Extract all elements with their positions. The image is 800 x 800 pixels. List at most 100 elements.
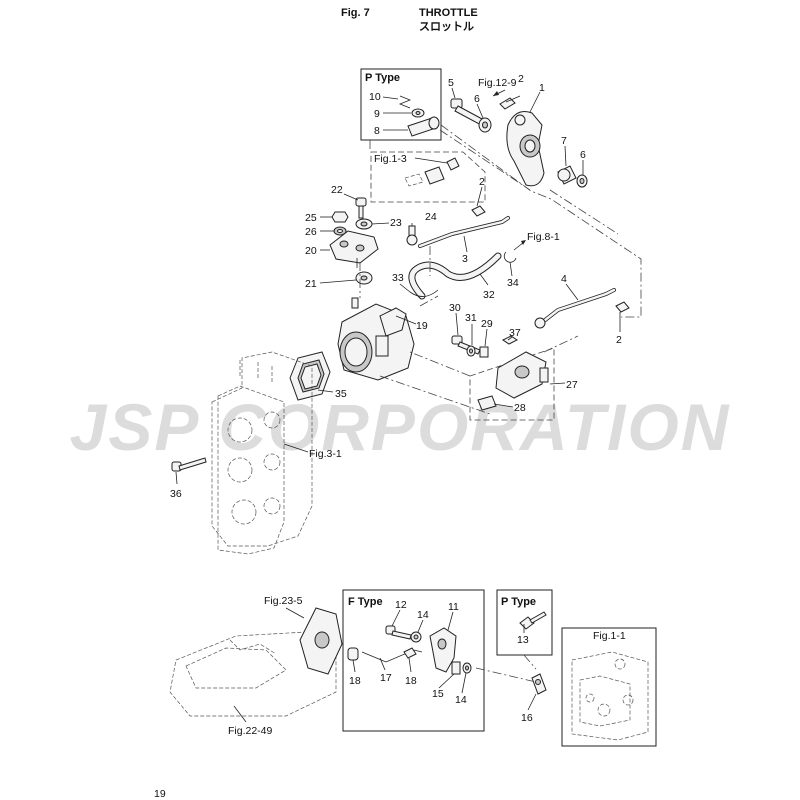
figure-number: Fig. 7 — [341, 7, 370, 19]
throttle-rod-part-4 — [534, 288, 616, 329]
callout-19: 19 — [416, 320, 428, 332]
p-type-bottom-box: P Type — [496, 589, 553, 656]
callout-2a: 2 — [518, 73, 524, 85]
callout-15: 15 — [432, 688, 444, 700]
callout-4: 4 — [561, 273, 567, 285]
ref-fig-1-3: Fig.1-3 — [374, 153, 407, 165]
page-title-japanese: スロットル — [419, 20, 474, 33]
bracket-part-20 — [329, 230, 379, 268]
washer-part-14a — [410, 631, 422, 643]
rod-part-17 — [361, 649, 423, 663]
callout-37: 37 — [509, 327, 521, 339]
p-type-top-box: P Type — [360, 68, 442, 141]
engine-block-outline — [211, 351, 313, 555]
connector-part-28 — [477, 395, 497, 411]
washer-part-14b — [462, 662, 472, 674]
sensor-body — [495, 351, 549, 399]
grommet-part-21 — [355, 271, 373, 285]
callout-8: 8 — [374, 125, 380, 137]
callout-13: 13 — [517, 634, 529, 646]
callout-6b: 6 — [580, 149, 586, 161]
callout-23: 23 — [390, 217, 402, 229]
callout-31: 31 — [465, 312, 477, 324]
page-number: 19 — [154, 788, 166, 800]
ref-fig-22-49: Fig.22-49 — [228, 725, 273, 737]
collar-part-7 — [557, 165, 577, 185]
callout-11: 11 — [448, 601, 459, 613]
gasket-part-35 — [289, 351, 331, 401]
f-type-label: F Type — [348, 596, 383, 608]
callout-1: 1 — [539, 82, 545, 94]
callout-34: 34 — [507, 277, 519, 289]
callout-36: 36 — [170, 488, 182, 500]
f-type-box: F Type — [342, 589, 485, 732]
bolt-part-30 — [451, 335, 481, 355]
callout-18a: 18 — [349, 675, 361, 687]
callout-21: 21 — [305, 278, 317, 290]
lever-part-11 — [429, 627, 457, 673]
collar-part-15 — [451, 661, 461, 675]
remote-lever-ref-23-5 — [299, 607, 343, 675]
clip-part-18b — [403, 647, 417, 659]
ref-fig-23-5: Fig.23-5 — [264, 595, 303, 607]
throttle-body-part-19 — [337, 297, 415, 381]
p-type-top-label: P Type — [365, 72, 400, 84]
fig-1-3-dashed-group: Fig.1-3 — [370, 151, 486, 203]
callout-18b: 18 — [405, 675, 417, 687]
ref-fig-1-1: Fig.1-1 — [593, 630, 626, 642]
callout-30: 30 — [449, 302, 461, 314]
callout-32: 32 — [483, 289, 495, 301]
callout-9: 9 — [374, 108, 380, 120]
page-title: THROTTLE — [419, 7, 478, 19]
p-type-bottom-label: P Type — [501, 596, 536, 608]
nut-part-25 — [331, 211, 349, 223]
washer-part-6b — [576, 174, 588, 188]
lower-engine-outline — [169, 631, 337, 717]
callout-29: 29 — [481, 318, 493, 330]
callout-35: 35 — [335, 388, 347, 400]
callout-16: 16 — [521, 712, 533, 724]
fig-1-1-box: Fig.1-1 — [561, 627, 657, 747]
washer-part-6a — [478, 117, 492, 133]
clip-part-2a — [499, 97, 516, 110]
callout-2c: 2 — [616, 334, 622, 346]
callout-28: 28 — [514, 402, 526, 414]
callout-33: 33 — [392, 272, 404, 284]
clip-part-2b — [471, 205, 486, 217]
callout-6a: 6 — [474, 93, 480, 105]
ref-fig-12-9: Fig.12-9 — [478, 77, 517, 89]
clamp-part-33 — [409, 289, 439, 297]
watermark-text: JSP CORPORATION — [70, 390, 731, 464]
plate-part-37 — [502, 335, 518, 345]
callout-26: 26 — [305, 226, 317, 238]
bolt-part-12 — [385, 625, 412, 640]
bolt-part-36 — [171, 457, 207, 472]
ref-fig-8-1: Fig.8-1 — [527, 231, 560, 243]
link-part-16 — [531, 673, 547, 695]
ref-fig-3-1: Fig.3-1 — [309, 448, 342, 460]
callout-3: 3 — [462, 253, 468, 265]
throttle-lever-part-1 — [506, 111, 545, 187]
callout-5: 5 — [448, 77, 454, 89]
bolt-part-22 — [355, 197, 367, 219]
callout-22: 22 — [331, 184, 343, 196]
throttle-rod-part-3 — [418, 216, 510, 248]
hose-part-32 — [408, 252, 502, 300]
clip-part-10 — [398, 95, 412, 109]
callout-17: 17 — [380, 672, 392, 684]
callout-14a: 14 — [417, 609, 429, 621]
callout-14b: 14 — [455, 694, 467, 706]
callout-10: 10 — [369, 91, 381, 103]
callout-27: 27 — [566, 379, 578, 391]
callout-2b: 2 — [479, 176, 485, 188]
washer-part-31 — [466, 345, 476, 357]
callout-20: 20 — [305, 245, 317, 257]
clip-part-34 — [503, 251, 517, 263]
grommet-part-18a — [347, 647, 359, 661]
callout-12: 12 — [395, 599, 407, 611]
washer-part-23 — [355, 218, 373, 230]
clip-part-2c — [615, 301, 630, 313]
washer-part-26 — [333, 226, 347, 236]
collar-part-29 — [479, 346, 489, 358]
callout-7: 7 — [561, 135, 567, 147]
